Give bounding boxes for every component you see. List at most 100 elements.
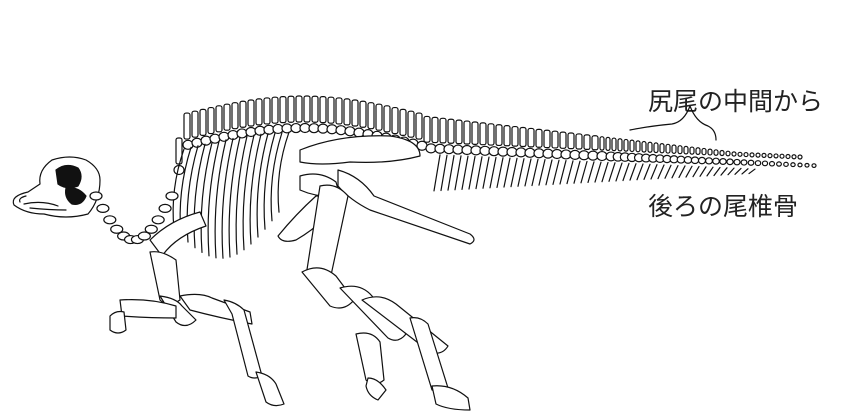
vertebra — [784, 162, 789, 166]
neural-spine — [696, 148, 700, 155]
chevron — [455, 156, 461, 190]
neural-spine — [654, 143, 658, 153]
vertebra — [201, 136, 211, 145]
neck-vertebra — [104, 216, 116, 224]
neural-spine — [684, 146, 688, 154]
neural-spine — [592, 136, 598, 150]
chevron — [616, 163, 622, 181]
chevron — [581, 162, 587, 183]
rib — [264, 133, 275, 229]
neural-spine — [786, 154, 790, 158]
vertebra — [734, 159, 740, 164]
chevron — [665, 165, 671, 178]
neural-spine — [296, 96, 302, 122]
neural-spine — [248, 100, 254, 126]
neck-vertebra — [90, 192, 102, 200]
vertebra — [727, 159, 733, 165]
neural-spine — [288, 96, 294, 122]
neural-spine — [216, 106, 222, 132]
vertebra — [336, 126, 346, 135]
rib — [243, 135, 254, 250]
vertebra — [762, 161, 767, 166]
rib — [236, 136, 247, 254]
rib — [271, 132, 282, 220]
neural-spine — [448, 119, 454, 143]
chevron — [532, 159, 538, 185]
neural-spine — [666, 144, 670, 153]
neural-spine — [774, 154, 778, 158]
neural-spine — [280, 97, 286, 123]
chevron — [448, 156, 454, 191]
neural-spine — [600, 137, 604, 150]
chevron — [672, 166, 678, 178]
neural-spine — [756, 153, 760, 157]
chevron — [469, 156, 475, 189]
neural-spine — [544, 130, 550, 147]
chevron — [728, 168, 734, 175]
neural-spine — [726, 151, 730, 156]
neural-spine — [392, 108, 398, 134]
chevron — [658, 165, 664, 179]
ribcage — [173, 132, 289, 258]
vertebra — [183, 140, 193, 149]
vertebra — [684, 157, 691, 164]
neural-spine — [400, 109, 406, 135]
neural-spine — [552, 131, 558, 148]
neural-spine — [568, 133, 574, 149]
vertebra — [237, 129, 247, 138]
rib — [229, 137, 240, 257]
neural-spine — [744, 153, 748, 157]
neural-spine — [690, 147, 694, 154]
chevron — [735, 168, 741, 174]
neural-spine — [328, 97, 334, 123]
neural-spine — [408, 111, 414, 137]
vertebra — [706, 158, 713, 164]
vertebra — [777, 162, 782, 166]
neural-spine — [344, 99, 350, 125]
hindlimb — [302, 185, 470, 410]
neural-spine — [714, 150, 718, 155]
neural-spine — [642, 142, 646, 152]
neural-spine — [440, 118, 446, 143]
neural-spine — [200, 109, 206, 135]
vertebra — [755, 161, 760, 166]
neural-spine — [780, 154, 784, 158]
neural-spine — [488, 124, 494, 145]
vertebra — [255, 126, 265, 135]
neck-vertebra — [97, 204, 109, 212]
chevron — [707, 167, 713, 176]
neural-spine — [720, 151, 724, 156]
neural-spine — [792, 155, 796, 159]
neural-spine — [384, 106, 390, 132]
chevron — [749, 169, 755, 174]
neural-spine — [184, 113, 190, 139]
neural-spine — [624, 139, 628, 151]
chevron — [721, 168, 727, 175]
neural-spine — [520, 128, 526, 147]
chevron — [644, 164, 650, 179]
chevron — [609, 163, 615, 182]
chevron — [630, 164, 636, 180]
neural-spine — [376, 104, 382, 130]
neural-spine — [424, 116, 430, 142]
vertebra — [791, 163, 795, 167]
vertebra — [192, 138, 202, 147]
chevron — [679, 166, 685, 178]
chevron — [546, 160, 552, 185]
neural-spine — [750, 153, 754, 157]
neural-spine — [240, 101, 246, 127]
neural-spine — [798, 155, 802, 159]
neural-spine — [432, 117, 438, 142]
neural-spine — [672, 145, 676, 153]
neural-spine — [224, 104, 230, 130]
neural-spine — [456, 120, 462, 143]
chevron — [637, 164, 643, 180]
rib — [215, 140, 226, 258]
neural-spine — [360, 101, 366, 127]
chevron — [693, 167, 699, 177]
neural-spine — [738, 152, 742, 156]
chevron — [567, 161, 573, 184]
neural-spine — [584, 135, 590, 150]
neural-spine — [336, 98, 342, 124]
chevron — [700, 167, 706, 176]
